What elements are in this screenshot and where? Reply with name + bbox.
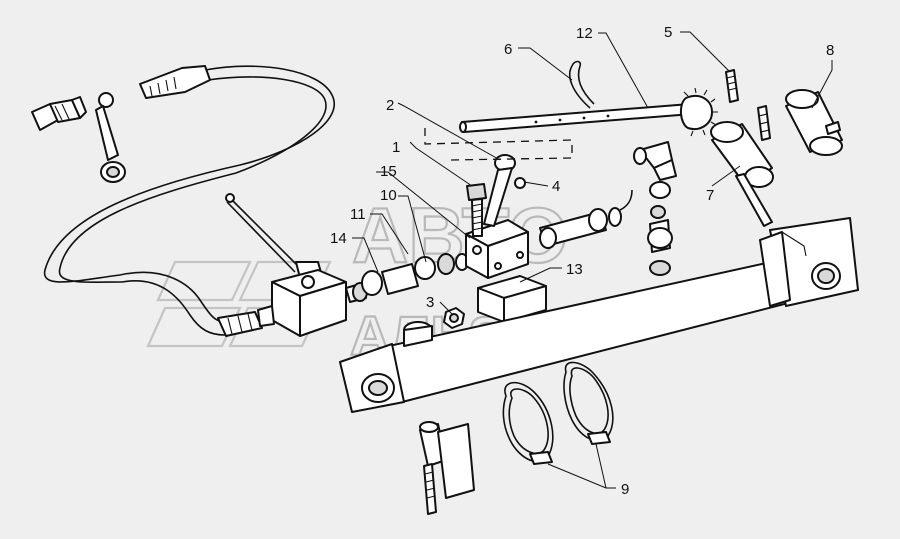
spring-pin [568, 60, 595, 109]
callout-9: 9 [621, 481, 629, 498]
callout-3: 3 [426, 294, 434, 311]
callout-11: 11 [350, 206, 366, 223]
callout-13: 13 [566, 261, 583, 278]
callout-12: 12 [576, 25, 593, 42]
pipe-fittings-center [539, 189, 633, 249]
callout-14: 14 [330, 230, 347, 247]
hose-clamps [502, 361, 614, 465]
lock-nut [443, 307, 465, 329]
callout-8: 8 [826, 42, 834, 59]
pin-assembly [710, 69, 843, 227]
control-lever [225, 193, 323, 279]
control-rod [424, 87, 718, 161]
valve-block-left [257, 269, 368, 337]
callout-2: 2 [386, 97, 394, 114]
callout-5: 5 [664, 24, 672, 41]
quick-coupling [31, 92, 126, 183]
callout-15: 15 [380, 163, 397, 180]
valve-block-center [465, 219, 529, 279]
callout-7: 7 [706, 187, 714, 204]
callout-leaders [352, 31, 833, 489]
bottom-pin-and-clip [419, 421, 475, 515]
mounting-bracket [477, 275, 547, 323]
callout-6: 6 [504, 41, 512, 58]
callout-numbers: 1 2 3 4 5 6 7 8 9 10 11 12 13 14 15 [330, 24, 834, 498]
callout-4: 4 [552, 178, 560, 195]
elbow-fitting [633, 141, 677, 276]
callout-1: 1 [392, 139, 400, 156]
hydraulic-cylinder [339, 217, 859, 413]
callout-10: 10 [380, 187, 397, 204]
bolt [466, 183, 487, 237]
hydraulic-hose [43, 65, 335, 337]
